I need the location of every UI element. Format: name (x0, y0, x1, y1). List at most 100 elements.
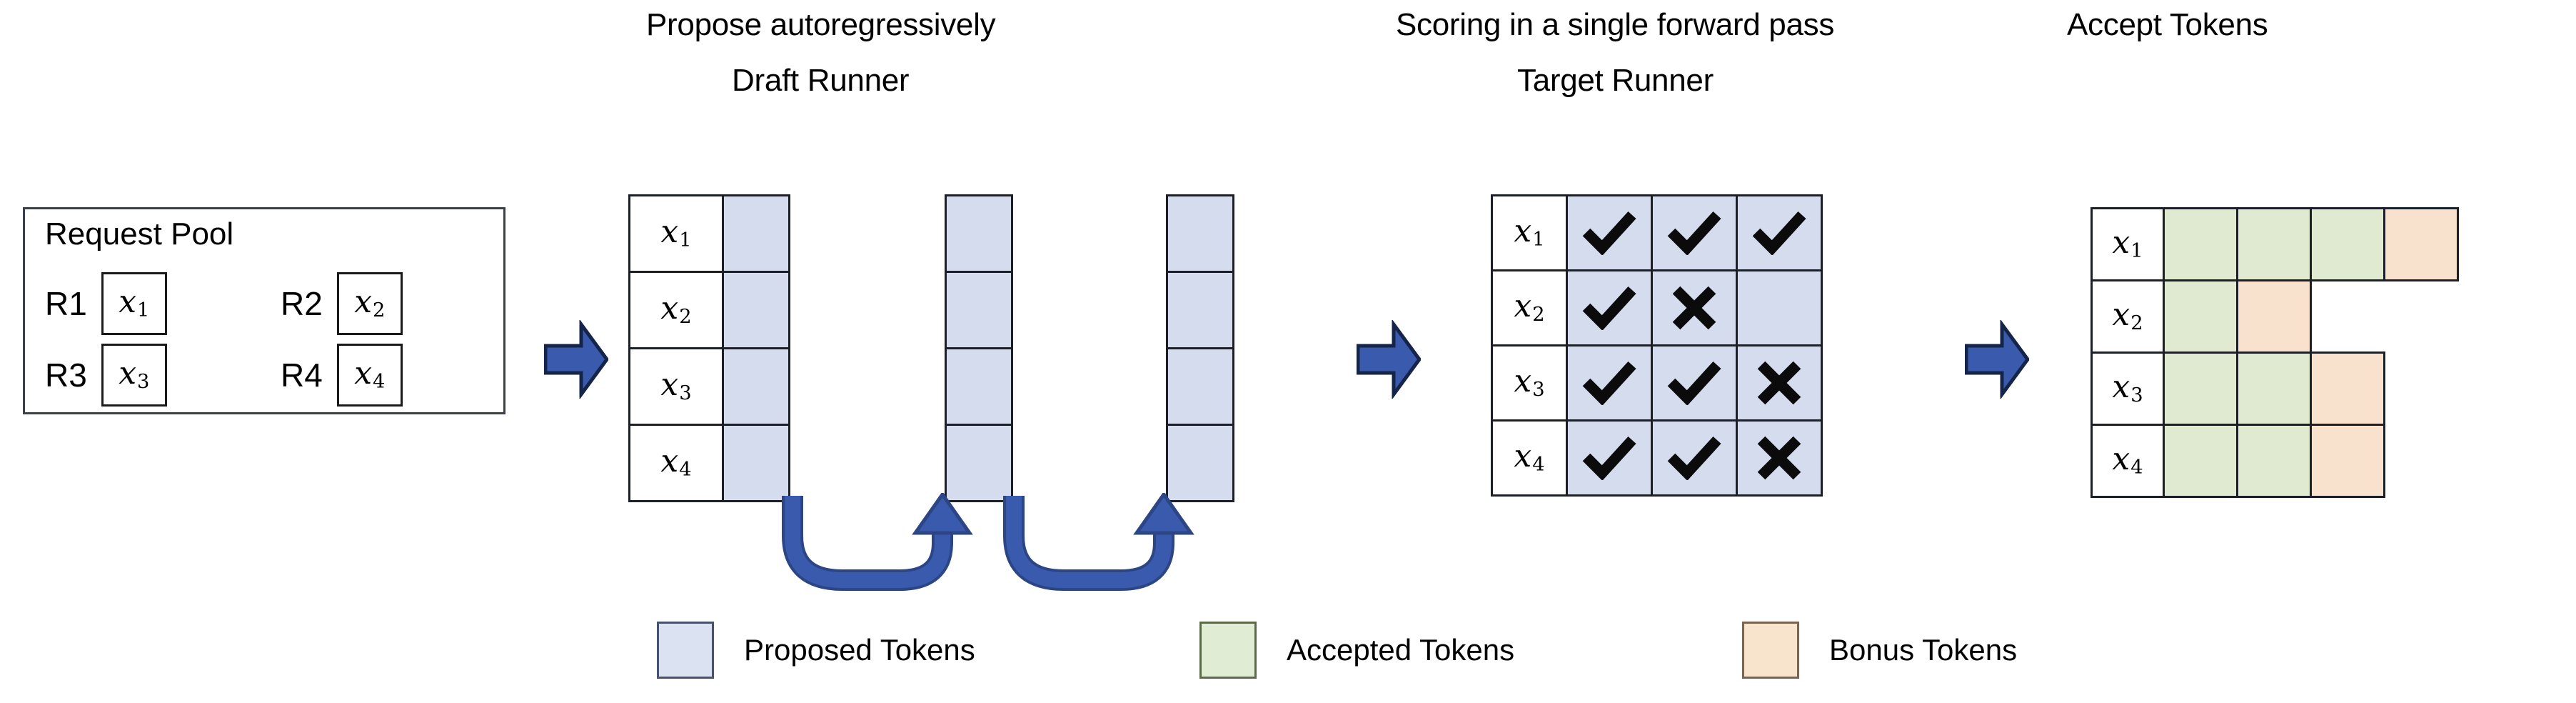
draft-row-label-x3: x3 (628, 347, 724, 426)
target-score-cell-check (1651, 194, 1738, 271)
target-row-label-x2: x2 (1491, 269, 1568, 346)
draft-proposed-cell (945, 424, 1013, 502)
token-x4: x4 (354, 355, 386, 394)
check-icon (1667, 436, 1721, 480)
accept-cell-bonus (2236, 279, 2312, 354)
accept-row-label-x2: x2 (2091, 279, 2165, 354)
draft-proposed-cell (945, 194, 1013, 273)
accept-cell-none (2310, 279, 2385, 354)
draft-proposed-cell (945, 347, 1013, 426)
draft-proposed-cell (722, 347, 790, 426)
target-score-cell-check (1736, 194, 1823, 271)
target-score-cell-check (1566, 419, 1653, 497)
check-icon (1582, 436, 1636, 480)
accept-cell-bonus (2383, 207, 2459, 281)
draft-proposed-cell (722, 271, 790, 349)
target-score-cell-blank (1736, 269, 1823, 346)
accept-row-x2: x2 (2091, 279, 2459, 354)
legend-item-accepted-tokens: Accepted Tokens (1199, 622, 1514, 679)
arrow-target-to-accept-icon (1964, 319, 2031, 400)
accept-cell-accepted (2310, 207, 2385, 281)
token-x3: x3 (119, 355, 150, 394)
token-x1: x1 (119, 284, 150, 322)
accept-cell-accepted (2163, 207, 2238, 281)
target-row-label-x4: x4 (1491, 419, 1568, 497)
accept-cell-none (2383, 279, 2459, 354)
accept-row-x1: x1 (2091, 207, 2459, 281)
accept-cell-none (2383, 352, 2459, 426)
accept-cell-none (2383, 424, 2459, 498)
loop-arrow-step1-to-step2 (782, 491, 973, 591)
check-icon (1582, 286, 1636, 330)
accept-cell-bonus (2310, 352, 2385, 426)
draft-runner-label-column: x1 x2 x3 x4 (628, 194, 724, 502)
request-token-box-r2: x2 (336, 272, 403, 335)
target-score-cell-check (1566, 344, 1653, 422)
heading-draft-runner: Draft Runner (732, 63, 910, 98)
request-token-box-r1: x1 (101, 272, 167, 335)
request-label-r1: R1 (45, 285, 87, 322)
accept-cell-accepted (2236, 207, 2312, 281)
target-row-label-x1: x1 (1491, 194, 1568, 271)
draft-proposed-cell (1166, 194, 1234, 273)
request-item-r3: R3 x3 (45, 344, 167, 407)
request-item-r1: R1 x1 (45, 272, 167, 335)
loop-arrow-step2-to-step3 (1003, 491, 1194, 591)
target-score-cell-cross (1736, 344, 1823, 422)
legend-label-accepted-tokens: Accepted Tokens (1287, 633, 1515, 667)
draft-proposed-cell (1166, 347, 1234, 426)
token-x2: x2 (354, 284, 386, 322)
draft-proposed-cell (945, 271, 1013, 349)
accept-row-label-x3: x3 (2091, 352, 2165, 426)
draft-row-label-x4: x4 (628, 424, 724, 502)
target-score-cell-cross (1651, 269, 1738, 346)
target-row-x2: x2 (1491, 269, 1823, 346)
target-score-cell-check (1651, 344, 1738, 422)
accept-row-x4: x4 (2091, 424, 2459, 498)
target-row-x4: x4 (1491, 419, 1823, 497)
legend-item-bonus-tokens: Bonus Tokens (1742, 622, 2017, 679)
request-token-box-r4: x4 (336, 344, 403, 407)
cross-icon (1757, 436, 1801, 480)
check-icon (1667, 211, 1721, 255)
accept-row-x3: x3 (2091, 352, 2459, 426)
accept-cell-accepted (2163, 424, 2238, 498)
heading-target-runner: Target Runner (1517, 63, 1714, 98)
request-pool-title: Request Pool (45, 216, 234, 251)
check-icon (1582, 361, 1636, 405)
legend-label-bonus-tokens: Bonus Tokens (1829, 633, 2018, 667)
accept-cell-bonus (2310, 424, 2385, 498)
legend-label-proposed-tokens: Proposed Tokens (744, 633, 975, 667)
draft-proposed-cell (722, 424, 790, 502)
draft-row-label-x1: x1 (628, 194, 724, 273)
heading-scoring-single-forward-pass: Scoring in a single forward pass (1396, 7, 1835, 42)
draft-proposed-cell (1166, 271, 1234, 349)
draft-row-label-x2: x2 (628, 271, 724, 349)
bonus-token-swatch-icon (1742, 622, 1799, 679)
draft-step-column-1 (722, 194, 790, 502)
accept-cell-accepted (2236, 424, 2312, 498)
cross-icon (1757, 361, 1801, 405)
request-label-r4: R4 (281, 357, 323, 394)
check-icon (1582, 211, 1636, 255)
request-pool-panel: Request Pool R1 x1 R2 x2 R3 x3 R4 x4 (23, 207, 505, 414)
target-row-x1: x1 (1491, 194, 1823, 271)
accept-cell-accepted (2163, 279, 2238, 354)
accept-cell-accepted (2163, 352, 2238, 426)
legend: Proposed Tokens Accepted Tokens Bonus To… (0, 616, 2576, 694)
target-score-cell-check (1566, 269, 1653, 346)
draft-loop-arrows (778, 491, 1307, 622)
target-runner-grid: x1 x2 x3 (1491, 194, 1823, 497)
draft-proposed-cell (1166, 424, 1234, 502)
target-row-x3: x3 (1491, 344, 1823, 422)
legend-item-proposed-tokens: Proposed Tokens (657, 622, 975, 679)
accept-row-label-x4: x4 (2091, 424, 2165, 498)
target-score-cell-check (1651, 419, 1738, 497)
accepted-token-swatch-icon (1199, 622, 1257, 679)
draft-step-column-2 (945, 194, 1013, 502)
proposed-token-swatch-icon (657, 622, 714, 679)
check-icon (1752, 211, 1806, 255)
request-item-r2: R2 x2 (281, 272, 403, 335)
target-score-cell-cross (1736, 419, 1823, 497)
